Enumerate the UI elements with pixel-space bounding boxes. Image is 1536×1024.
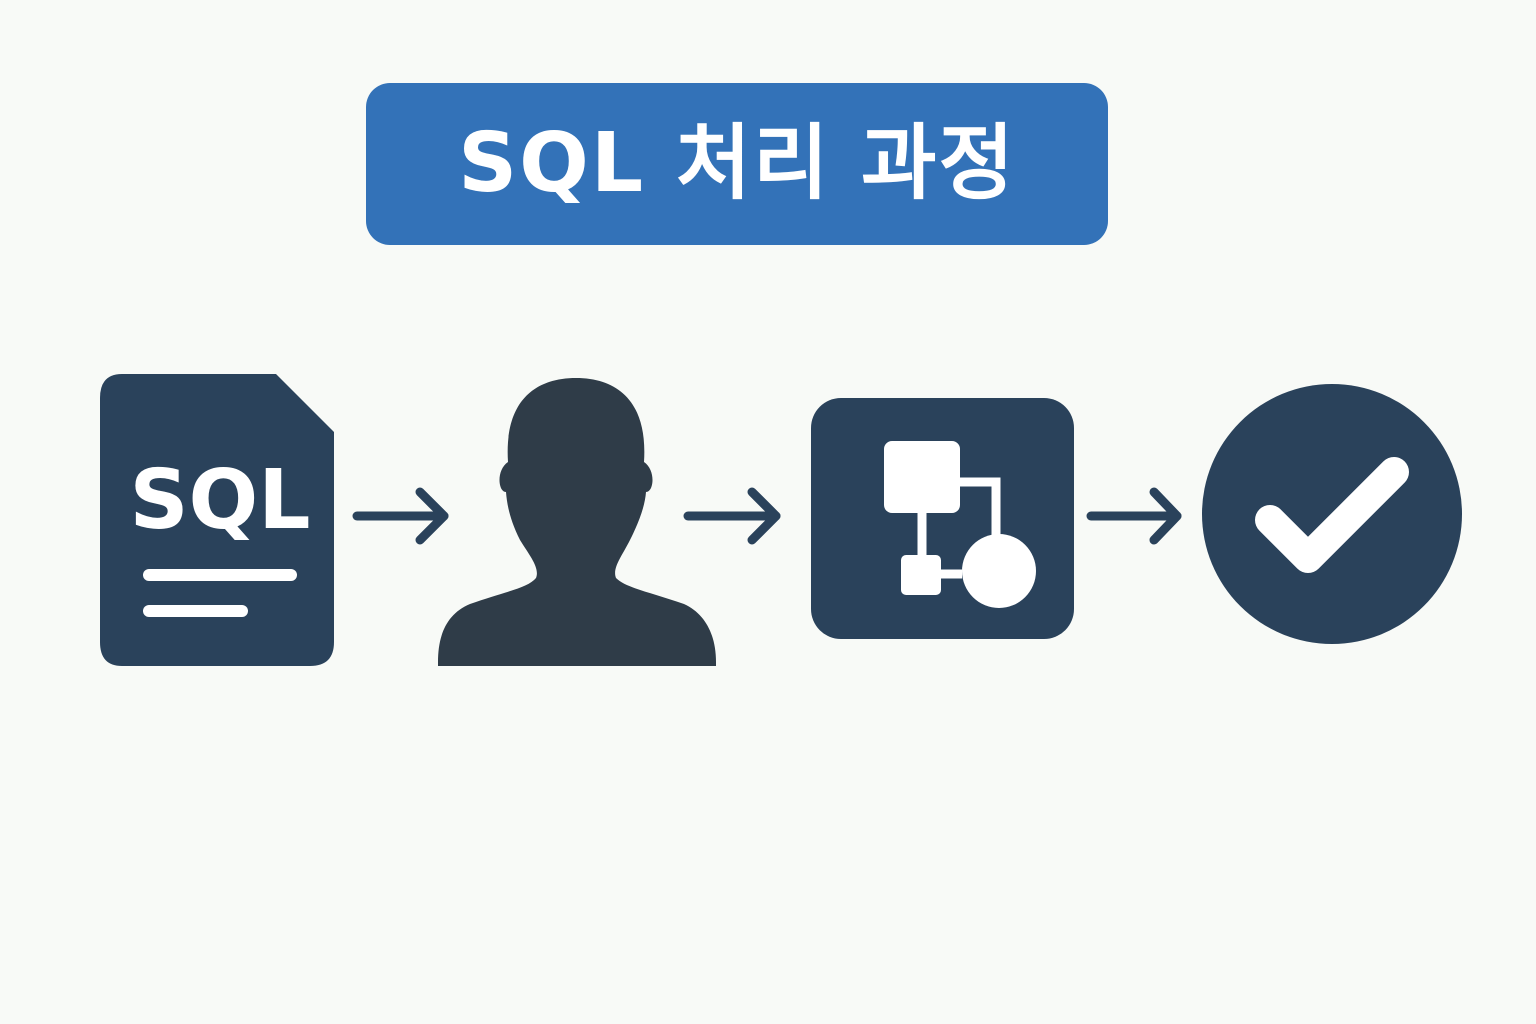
flowchart-process-box: [884, 441, 960, 513]
document-line: [143, 605, 248, 617]
arrow-right-icon: [352, 487, 449, 545]
flowchart-circle-node: [962, 534, 1036, 608]
arrow-right-icon: [1086, 487, 1182, 545]
person-icon: [438, 378, 716, 666]
sql-document-icon: SQL: [100, 374, 334, 666]
checkmark-circle-icon: [1202, 384, 1462, 644]
diagram-title: SQL 처리 과정: [458, 116, 1016, 211]
arrow-right-icon: [683, 487, 781, 545]
flowchart-icon: [811, 398, 1074, 639]
title-banner: SQL 처리 과정: [366, 83, 1108, 245]
document-line: [143, 569, 297, 581]
flowchart-small-box: [901, 555, 941, 595]
sql-document-label: SQL: [129, 453, 310, 548]
